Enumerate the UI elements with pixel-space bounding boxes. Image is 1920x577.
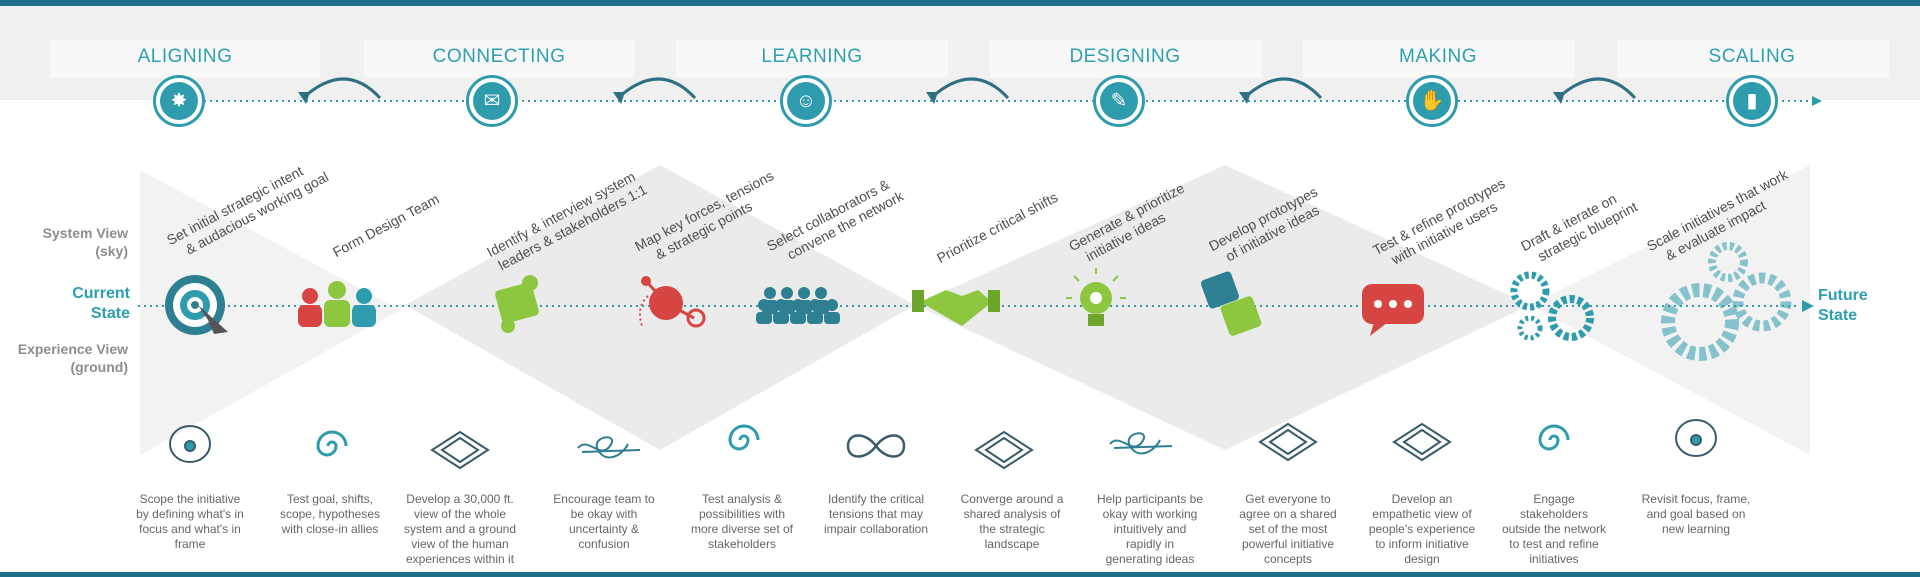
speech-bubble-icon bbox=[1362, 284, 1424, 336]
eye-scribble-icon-1 bbox=[169, 425, 211, 463]
spiral-icon-3 bbox=[1538, 424, 1570, 451]
stage-tab-scaling bbox=[1617, 40, 1889, 78]
stage-label-making: MAKING bbox=[1399, 46, 1477, 67]
feedback-arc-1 bbox=[301, 77, 382, 100]
system-view-label: System View(sky) bbox=[42, 225, 128, 259]
lightbulb-icon bbox=[1066, 268, 1126, 326]
puzzle-piece-icon bbox=[495, 275, 539, 333]
large-gears-icon bbox=[1661, 242, 1792, 361]
infinity-icon bbox=[846, 434, 906, 458]
stage-tab-making bbox=[1303, 40, 1575, 78]
handshake-icon bbox=[912, 290, 1000, 326]
group-icon bbox=[756, 287, 840, 324]
spiral-icon-2 bbox=[728, 424, 760, 451]
tangle-icon-2 bbox=[1109, 432, 1173, 455]
diamond-icon-1 bbox=[430, 430, 490, 470]
experience-view-label: Experience View(ground) bbox=[17, 341, 128, 375]
puzzle-pair-icon bbox=[1200, 271, 1262, 336]
gears-icon bbox=[1510, 271, 1594, 341]
bar-chart-icon: ▮ bbox=[1726, 75, 1778, 127]
chat-bubbles-icon: ✉ bbox=[466, 75, 518, 127]
target-icon bbox=[165, 275, 228, 335]
top-border bbox=[0, 0, 1920, 6]
spiral-icon-1 bbox=[316, 430, 348, 457]
hand-icon: ✋ bbox=[1406, 75, 1458, 127]
feedback-arc-3 bbox=[929, 77, 1010, 100]
network-nodes-icon bbox=[639, 276, 706, 328]
stage-tab-learning bbox=[676, 40, 948, 78]
team-icon bbox=[298, 281, 376, 327]
stage-label-scaling: SCALING bbox=[1708, 46, 1796, 67]
feedback-arc-2 bbox=[616, 77, 697, 100]
bottom-border bbox=[0, 572, 1920, 577]
stage-label-learning: LEARNING bbox=[761, 46, 863, 67]
diamond-icon-3 bbox=[1258, 422, 1318, 462]
head-brain-icon: ☺ bbox=[780, 75, 832, 127]
stage-tab-designing bbox=[990, 40, 1262, 78]
aligning-wedge bbox=[140, 170, 400, 455]
pencil-square-icon: ✎ bbox=[1093, 75, 1145, 127]
eye-scribble-icon-2 bbox=[1675, 419, 1717, 457]
diamond-icon-4 bbox=[1392, 422, 1452, 462]
state-arrowhead bbox=[1802, 300, 1814, 312]
tangle-icon-1 bbox=[577, 436, 641, 459]
diamond-icon-2 bbox=[974, 430, 1034, 470]
stage-label-aligning: ALIGNING bbox=[137, 46, 233, 67]
feedback-arcs bbox=[301, 77, 1637, 100]
timeline-arrowhead bbox=[1812, 96, 1822, 106]
feedback-arc-4 bbox=[1242, 77, 1323, 100]
compass-icon: ✸ bbox=[153, 75, 205, 127]
stage-tab-connecting bbox=[364, 40, 634, 78]
stage-label-connecting: CONNECTING bbox=[432, 46, 566, 67]
stage-label-designing: DESIGNING bbox=[1069, 46, 1181, 67]
stage-tab-aligning bbox=[50, 40, 320, 78]
feedback-arc-5 bbox=[1556, 77, 1637, 100]
